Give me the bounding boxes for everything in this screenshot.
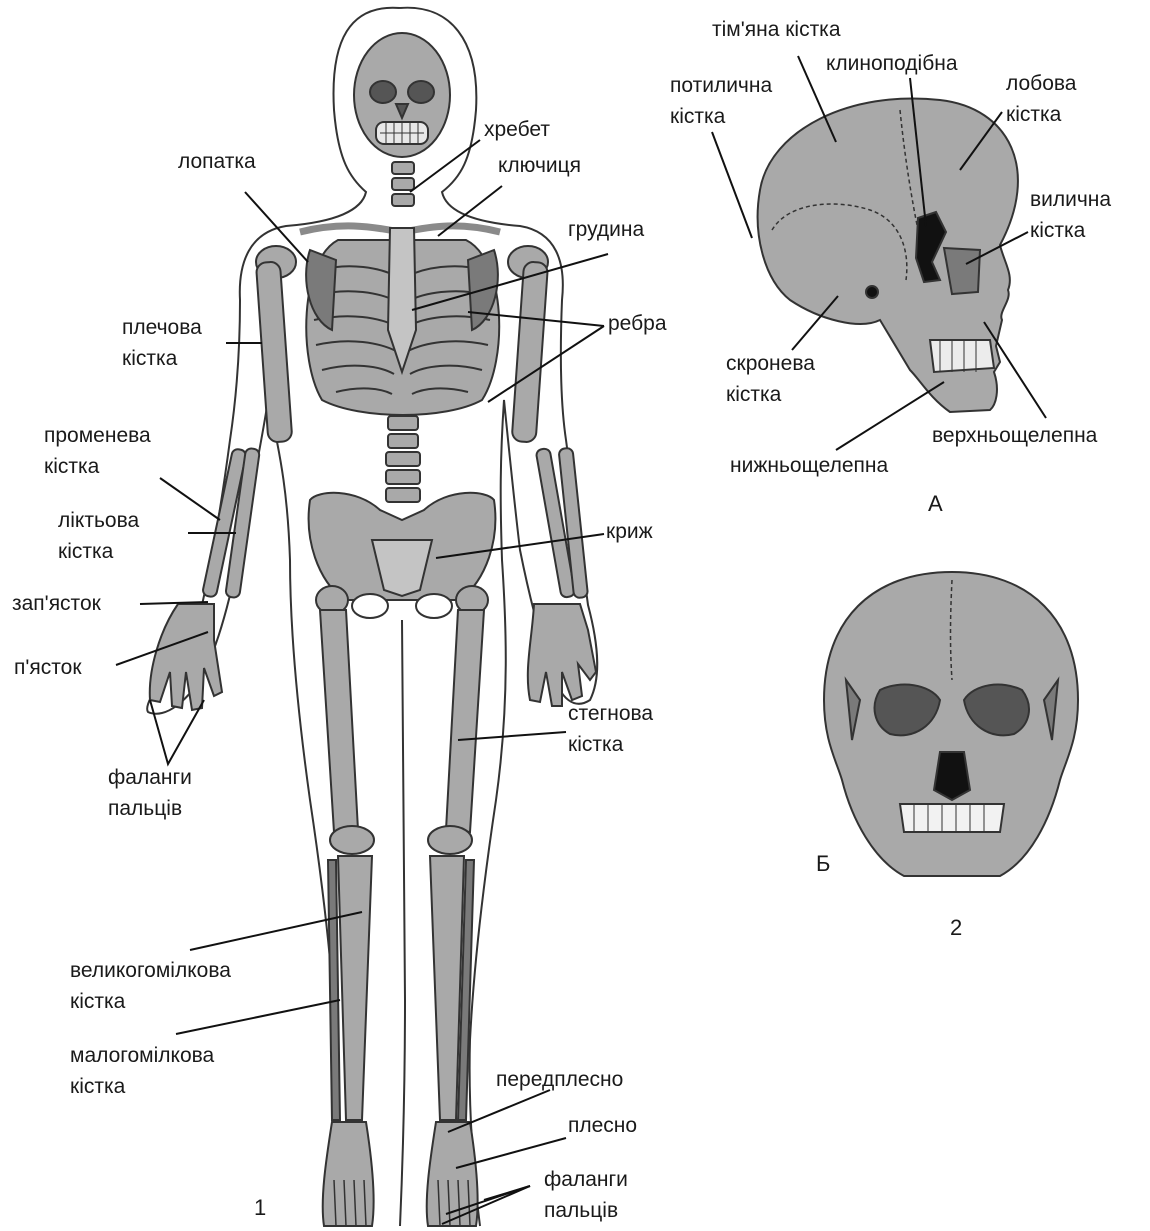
label-occipital: потилична кістка <box>670 70 772 132</box>
label-scapula: лопатка <box>178 146 256 177</box>
label-ulna-line2: кістка <box>58 536 139 567</box>
label-femur: стегнова кістка <box>568 698 653 760</box>
label-sphenoid: клиноподібна <box>826 48 958 79</box>
label-zygomatic-line1: вилична <box>1030 184 1111 215</box>
figure-mark-1: 1 <box>254 1192 266 1223</box>
label-zygomatic-line2: кістка <box>1030 215 1111 246</box>
label-ulna-line1: ліктьова <box>58 505 139 536</box>
label-toe-phalanges-line1: фаланги <box>544 1164 628 1195</box>
label-temporal-line1: скронева <box>726 348 815 379</box>
label-zygomatic: вилична кістка <box>1030 184 1111 246</box>
label-metacarpus: п'ясток <box>14 652 82 683</box>
label-finger-phalanges-line1: фаланги <box>108 762 192 793</box>
label-femur-line1: стегнова <box>568 698 653 729</box>
label-frontal-line2: кістка <box>1006 99 1076 130</box>
label-occipital-line1: потилична <box>670 70 772 101</box>
label-radius: променева кістка <box>44 420 151 482</box>
label-mandible: нижньощелепна <box>730 450 888 481</box>
label-carpus: зап'ясток <box>12 588 101 619</box>
label-temporal: скронева кістка <box>726 348 815 410</box>
label-maxilla: верхньощелепна <box>932 420 1097 451</box>
label-radius-line2: кістка <box>44 451 151 482</box>
label-humerus-line1: плечова <box>122 312 202 343</box>
label-humerus-line2: кістка <box>122 343 202 374</box>
label-frontal: лобова кістка <box>1006 68 1076 130</box>
label-fibula-line1: малогомілкова <box>70 1040 214 1071</box>
figure-mark-a: А <box>928 488 943 519</box>
label-occipital-line2: кістка <box>670 101 772 132</box>
label-finger-phalanges-line2: пальців <box>108 793 192 824</box>
label-frontal-line1: лобова <box>1006 68 1076 99</box>
label-spine: хребет <box>484 114 550 145</box>
label-sternum: грудина <box>568 214 644 245</box>
label-tarsus: передплесно <box>496 1064 623 1095</box>
label-metatarsus: плесно <box>568 1110 637 1141</box>
label-toe-phalanges-line2: пальців <box>544 1195 628 1226</box>
label-tibia: великогомілкова кістка <box>70 955 231 1017</box>
skeleton <box>150 33 596 1226</box>
label-tibia-line2: кістка <box>70 986 231 1017</box>
label-tibia-line1: великогомілкова <box>70 955 231 986</box>
label-femur-line2: кістка <box>568 729 653 760</box>
label-clavicle: ключиця <box>498 150 581 181</box>
label-humerus: плечова кістка <box>122 312 202 374</box>
figure-mark-b: Б <box>816 848 830 879</box>
skull-front-view <box>824 572 1078 876</box>
figure-mark-2: 2 <box>950 912 962 943</box>
label-fibula: малогомілкова кістка <box>70 1040 214 1102</box>
label-finger-phalanges: фаланги пальців <box>108 762 192 824</box>
label-toe-phalanges: фаланги пальців <box>544 1164 628 1226</box>
label-parietal: тім'яна кістка <box>712 14 841 45</box>
label-radius-line1: променева <box>44 420 151 451</box>
label-ulna: ліктьова кістка <box>58 505 139 567</box>
label-temporal-line2: кістка <box>726 379 815 410</box>
label-sacrum: криж <box>606 516 653 547</box>
label-ribs: ребра <box>608 308 667 339</box>
label-fibula-line2: кістка <box>70 1071 214 1102</box>
